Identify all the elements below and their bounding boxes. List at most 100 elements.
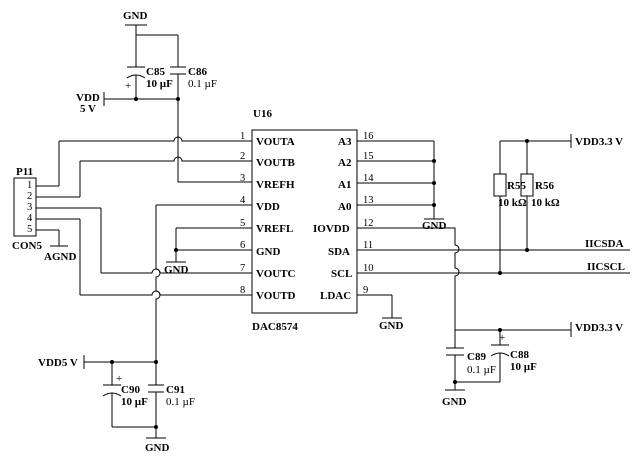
pin-13-number: 13 (363, 195, 374, 206)
gnd-label-iovdd: GND (442, 396, 467, 408)
c88-polarity: + (499, 332, 505, 344)
pin-2-number: 2 (240, 151, 245, 162)
c86-value: 0.1 µF (188, 78, 217, 90)
c85-value: 10 µF (146, 78, 173, 90)
p11-body (13, 177, 37, 237)
c90-value: 10 µF (121, 396, 148, 408)
vdd33-label-top: VDD3.3 V (575, 136, 623, 148)
pin-10-name: SCL (331, 268, 352, 280)
r56-value: 10 kΩ (531, 197, 560, 209)
c85-polarity: + (125, 80, 131, 92)
c90-ref: C90 (121, 384, 140, 396)
pin-6-name: GND (256, 246, 281, 258)
pin-13-name: A0 (338, 201, 352, 213)
agnd-label: AGND (44, 251, 76, 263)
pin-14-number: 14 (363, 173, 374, 184)
pin-11-number: 11 (363, 240, 373, 251)
r55-value: 10 kΩ (498, 197, 527, 209)
junction (176, 97, 180, 101)
p11-part: CON5 (12, 240, 42, 252)
vdd-5v-label: 5 V (80, 103, 96, 115)
pin-7-name: VOUTC (256, 268, 296, 280)
pin-1-name: VOUTA (256, 136, 295, 148)
iovdd-decoupling-group: VDD3.3 V C89 0.1 µF + C88 10 µF GND (380, 227, 623, 408)
p11-pin-4: 4 (27, 213, 33, 224)
gnd-label-ldac: GND (379, 320, 404, 332)
pin-2-name: VOUTB (256, 157, 296, 169)
pin-3-name: VREFH (256, 179, 295, 191)
p11-pin-2: 2 (27, 191, 32, 202)
address-ground-group: GND (380, 140, 447, 232)
junction (432, 203, 436, 207)
pin-16-name: A3 (338, 136, 352, 148)
junction (432, 159, 436, 163)
junction (154, 425, 158, 429)
pin-4-name: VDD (256, 201, 280, 213)
pin-5-number: 5 (240, 218, 245, 229)
pin-6-number: 6 (240, 240, 245, 251)
gnd-label-vrefl: GND (164, 264, 189, 276)
p11-connector: P11 1 2 3 4 5 CON5 AGND (12, 136, 230, 296)
pin-7-number: 7 (240, 263, 245, 274)
iicscl-label: IICSCL (587, 261, 625, 273)
r55-ref: R55 (507, 180, 526, 192)
pin-8-name: VOUTD (256, 290, 296, 302)
iicsda-label: IICSDA (585, 238, 624, 250)
p11-pin-3: 3 (27, 202, 32, 213)
junction (134, 97, 138, 101)
u16-part: DAC8574 (252, 321, 298, 333)
c88-value: 10 µF (510, 361, 537, 373)
pin-15-number: 15 (363, 151, 374, 162)
c90-polarity: + (116, 373, 122, 385)
vdd5v-label: VDD5 V (38, 357, 78, 369)
wire-vdd-hop (155, 205, 161, 362)
u16-ref: U16 (253, 108, 272, 120)
pin-9-number: 9 (363, 285, 368, 296)
wire-iovdd-hop (452, 227, 460, 330)
gnd-label-address: GND (422, 220, 447, 232)
c89-ref: C89 (467, 351, 486, 363)
c91-value: 0.1 µF (166, 396, 195, 408)
pin-5-name: VREFL (256, 223, 293, 235)
ldac-ground-group: GND (379, 294, 404, 332)
vdd33-label-bottom: VDD3.3 V (575, 322, 623, 334)
p11-ref: P11 (16, 166, 33, 178)
c86-ref: C86 (188, 66, 207, 78)
r55-body (493, 173, 507, 197)
pin-11-name: SDA (328, 246, 350, 258)
junction (174, 248, 178, 252)
vdd-decoupling-group: VDD5 V + C90 10 µF C91 0.1 µF GND (38, 204, 230, 454)
pin-16-number: 16 (363, 131, 374, 142)
pin-12-name: IOVDD (313, 223, 350, 235)
junction (525, 248, 529, 252)
gnd-label-top: GND (123, 10, 148, 22)
pin-14-name: A1 (338, 179, 351, 191)
pin-8-number: 8 (240, 285, 245, 296)
p11-pin-5: 5 (27, 224, 32, 235)
pin-1-number: 1 (240, 131, 245, 142)
wire-voutb (80, 156, 230, 162)
pin-4-number: 4 (240, 195, 246, 206)
gnd-label-bottom: GND (145, 442, 170, 454)
junction (432, 181, 436, 185)
pin-9-name: LDAC (320, 290, 351, 302)
r56-ref: R56 (535, 180, 554, 192)
pin-15-name: A2 (338, 157, 352, 169)
top-decoupling-group: GND + C85 10 µF C86 0.1 µF VDD 5 V (76, 10, 252, 183)
wire-vouta (59, 136, 230, 142)
p11-pin-1: 1 (27, 180, 32, 191)
iic-pullup-group: IICSDA IICSCL VDD3.3 V R55 10 kΩ R56 10 … (380, 134, 630, 275)
c88-ref: C88 (510, 349, 529, 361)
junction (453, 380, 457, 384)
u16-body (251, 129, 358, 314)
c85-ref: C85 (146, 66, 165, 78)
junction (498, 271, 502, 275)
c91-ref: C91 (166, 384, 185, 396)
pin-10-number: 10 (363, 263, 374, 274)
pin-12-number: 12 (363, 218, 374, 229)
wire-voutd (80, 290, 230, 296)
vdd-label: VDD (76, 92, 100, 104)
pin-3-number: 3 (240, 173, 245, 184)
c89-value: 0.1 µF (467, 364, 496, 376)
